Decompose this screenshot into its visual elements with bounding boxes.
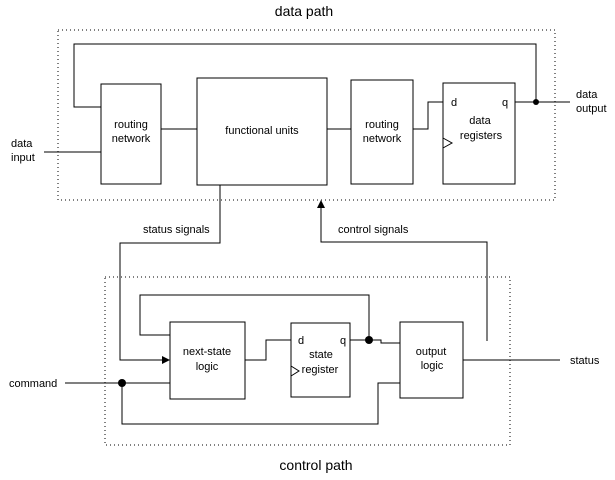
- next-state-logic-label-1: next-state: [183, 346, 231, 358]
- command-junction: [118, 379, 126, 387]
- status-signals-label: status signals: [143, 224, 210, 236]
- state-feedback-junction: [365, 336, 373, 344]
- next-state-to-register-wire: [245, 339, 291, 361]
- functional-units-label: functional units: [225, 125, 299, 137]
- data-registers-label-2: registers: [460, 130, 503, 142]
- state-register-q-port: q: [340, 335, 346, 347]
- routing-network-out-box: [350, 79, 414, 185]
- control-signals-wire: [320, 207, 488, 341]
- routing-network-in-box: [100, 83, 162, 185]
- output-logic-label-1: output: [416, 346, 447, 358]
- functional-units-box: [196, 77, 328, 186]
- data-input-label-2: input: [11, 152, 35, 164]
- state-register-d-port: d: [298, 335, 304, 347]
- state-register-label-1: state: [309, 349, 333, 361]
- data-registers-box: [442, 82, 516, 185]
- data-output-label-1: data: [576, 89, 598, 101]
- output-logic-box: [399, 321, 464, 399]
- state-register-box: [290, 322, 351, 398]
- control-path-title: control path: [279, 457, 352, 473]
- data-registers-clock-triangle: [442, 137, 454, 149]
- routing-network-out-label-2: network: [363, 133, 402, 145]
- control-signals-arrow: [317, 200, 325, 208]
- data-output-junction: [533, 99, 539, 105]
- data-registers-d-port: d: [451, 97, 457, 109]
- output-logic-label-2: logic: [421, 360, 444, 372]
- control-signals-label: control signals: [338, 224, 409, 236]
- routing-network-in-label-2: network: [112, 133, 151, 145]
- status-signals-wire: [119, 185, 221, 361]
- command-label: command: [9, 378, 57, 390]
- data-input-label-1: data: [11, 138, 33, 150]
- command-to-output-logic-wire: [121, 382, 400, 425]
- next-state-logic-label-2: logic: [196, 361, 219, 373]
- data-registers-q-port: q: [502, 97, 508, 109]
- data-output-label-2: output: [576, 103, 607, 115]
- status-signals-arrow: [162, 356, 170, 364]
- register-to-output-logic-wire: [350, 339, 400, 344]
- data-feedback-wire: [73, 43, 537, 108]
- state-register-clock-triangle: [290, 365, 300, 377]
- state-register-label-2: register: [302, 364, 339, 376]
- routing-network-out-label-1: routing: [365, 119, 399, 131]
- control-path-frame: [104, 276, 511, 446]
- routing-network-in-label-1: routing: [114, 119, 148, 131]
- state-feedback-wire: [139, 294, 370, 340]
- status-label: status: [570, 355, 600, 367]
- data-path-title: data path: [275, 3, 333, 19]
- routing-to-registers-wire: [413, 101, 443, 130]
- next-state-logic-box: [169, 321, 246, 400]
- data-registers-label-1: data: [469, 115, 491, 127]
- data-path-frame: [57, 29, 556, 201]
